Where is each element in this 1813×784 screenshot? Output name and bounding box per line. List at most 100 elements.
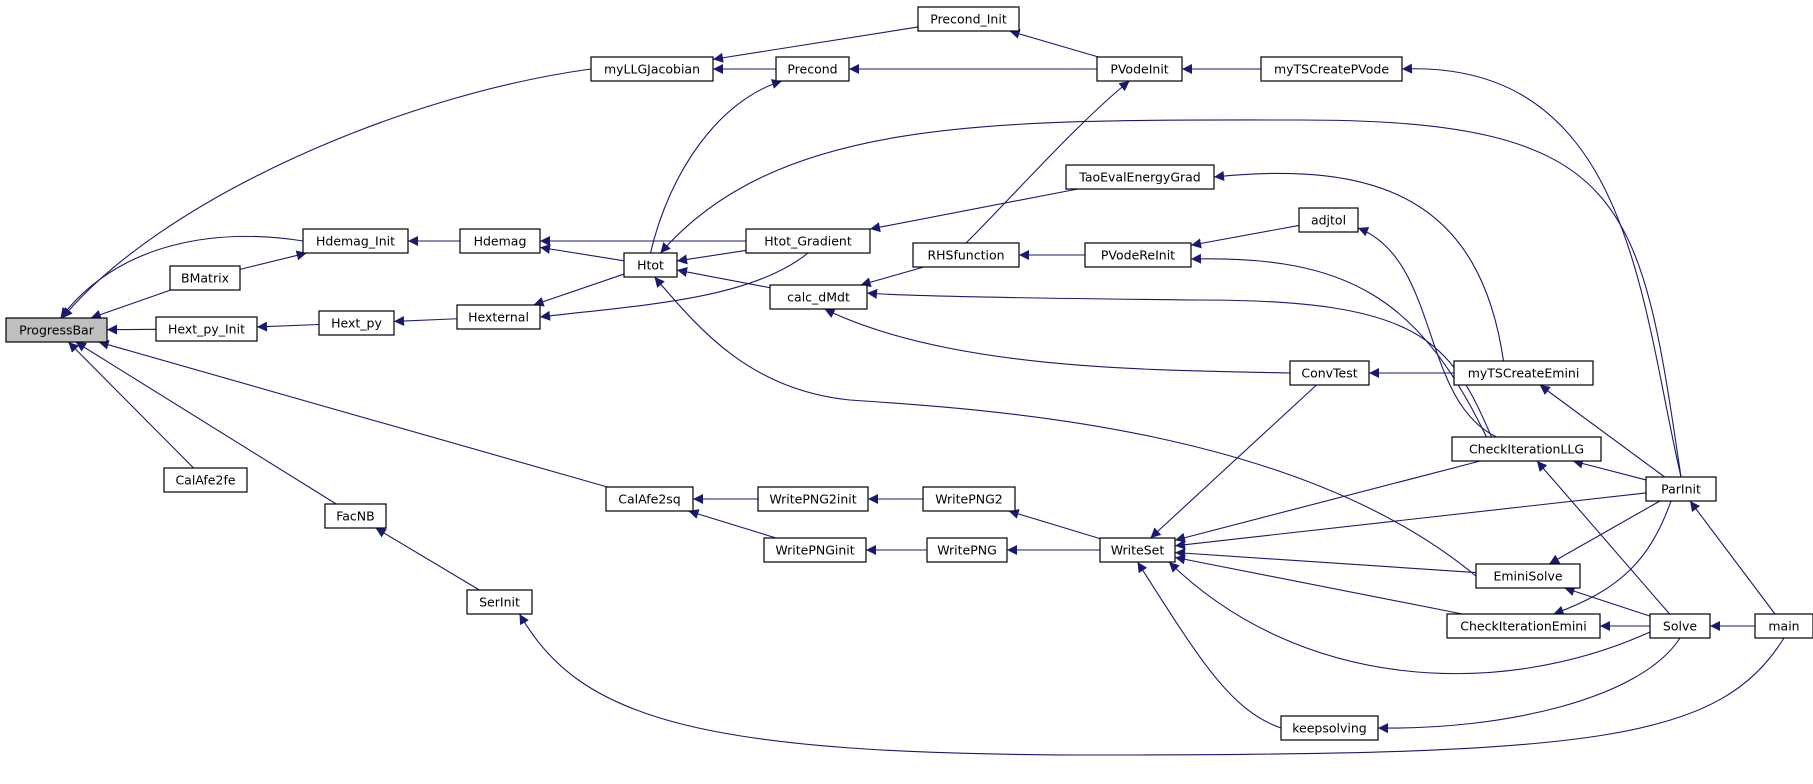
- edge-BMatrix-to-ProgressBar: [90, 289, 171, 320]
- edges-layer: [60, 26, 1785, 756]
- node-ProgressBar[interactable]: ProgressBar: [5, 317, 108, 343]
- node-BMatrix[interactable]: BMatrix: [169, 265, 241, 291]
- node-label: calc_dMdt: [787, 290, 850, 305]
- node-PVodeReInit[interactable]: PVodeReInit: [1084, 242, 1192, 268]
- node-keepsolving[interactable]: keepsolving: [1280, 715, 1379, 741]
- edge-ParInit-to-CheckIterationEmini: [1553, 500, 1672, 616]
- edge-BMatrix-to-Hdemag_Init: [239, 250, 307, 270]
- node-label: EminiSolve: [1493, 569, 1562, 584]
- edge-ParInit-to-EminiSolve: [1548, 500, 1661, 565]
- edge-Htot-to-Hexternal: [533, 273, 625, 307]
- node-box: [763, 537, 867, 563]
- edge-Precond_Init-to-myLLGJacobian: [712, 26, 919, 63]
- node-label: WriteSet: [1111, 543, 1165, 558]
- edge-WriteSet-to-WritePNG2: [1008, 509, 1101, 540]
- edge-Solve-to-CheckIterationLLG: [1536, 460, 1671, 615]
- node-Htot_Gradient[interactable]: Htot_Gradient: [745, 228, 871, 254]
- node-box: [169, 265, 241, 291]
- edge-Hext_py-to-Hext_py_Init: [256, 321, 320, 332]
- node-label: adjtol: [1311, 213, 1346, 228]
- node-label: SerInit: [479, 595, 520, 610]
- node-box: [926, 537, 1008, 563]
- node-calc_dMdt[interactable]: calc_dMdt: [769, 284, 868, 310]
- node-box: [1754, 613, 1813, 639]
- node-PVodeInit[interactable]: PVodeInit: [1096, 56, 1183, 82]
- edge-TaoEvalEnergyGrad-to-Htot_Gradient: [869, 188, 1078, 233]
- node-box: [917, 6, 1020, 32]
- node-CheckIterationLLG[interactable]: CheckIterationLLG: [1451, 436, 1602, 462]
- node-CheckIterationEmini[interactable]: CheckIterationEmini: [1446, 613, 1601, 639]
- node-WritePNG2[interactable]: WritePNG2: [922, 486, 1016, 512]
- node-myTSCreateEmini[interactable]: myTSCreateEmini: [1453, 360, 1594, 386]
- edge-calc_dMdt-to-Htot: [676, 267, 771, 289]
- node-box: [1260, 56, 1403, 82]
- node-WritePNG2init[interactable]: WritePNG2init: [757, 486, 869, 512]
- node-Htot[interactable]: Htot: [623, 252, 678, 278]
- node-label: Hext_py: [331, 316, 382, 331]
- node-box: [1649, 613, 1711, 639]
- node-SerInit[interactable]: SerInit: [466, 589, 533, 615]
- node-label: WritePNG2: [935, 492, 1003, 507]
- node-ConvTest[interactable]: ConvTest: [1289, 360, 1370, 386]
- node-box: [1453, 360, 1594, 386]
- node-main[interactable]: main: [1754, 613, 1813, 639]
- node-box: [1099, 537, 1176, 563]
- edge-Htot-to-Precond: [649, 79, 783, 254]
- edge-CalAfe2sq-to-ProgressBar: [98, 339, 608, 488]
- edge-adjtol-to-PVodeReInit: [1190, 224, 1300, 249]
- edge-CheckIterationEmini-to-WriteSet: [1174, 554, 1463, 615]
- node-label: Hdemag_Init: [316, 234, 395, 249]
- node-EminiSolve[interactable]: EminiSolve: [1475, 563, 1581, 589]
- node-Precond_Init[interactable]: Precond_Init: [917, 6, 1020, 32]
- edge-RHSfunction-to-PVodeInit: [965, 80, 1130, 244]
- node-WriteSet[interactable]: WriteSet: [1099, 537, 1176, 563]
- node-myTSCreatePVode[interactable]: myTSCreatePVode: [1260, 56, 1403, 82]
- edge-CalAfe2fe-to-ProgressBar: [68, 341, 194, 469]
- node-box: [1065, 164, 1215, 190]
- nodes-layer: ProgressBar myLLGJacobianHdemag_InitBMatr…: [5, 6, 1813, 741]
- node-ParInit[interactable]: ParInit: [1645, 476, 1717, 502]
- node-Hdemag_Init[interactable]: Hdemag_Init: [302, 228, 409, 254]
- node-WritePNGinit[interactable]: WritePNGinit: [763, 537, 867, 563]
- node-Hext_py[interactable]: Hext_py: [318, 310, 395, 336]
- node-Solve[interactable]: Solve: [1649, 613, 1711, 639]
- node-WritePNG[interactable]: WritePNG: [926, 537, 1008, 563]
- node-box: [1446, 613, 1601, 639]
- node-box: [605, 486, 694, 512]
- node-Hext_py_Init[interactable]: Hext_py_Init: [155, 316, 258, 342]
- edge-ParInit-to-WriteSet: [1174, 492, 1647, 550]
- node-Hexternal[interactable]: Hexternal: [456, 304, 541, 330]
- node-Hdemag[interactable]: Hdemag: [459, 228, 541, 254]
- node-label: CalAfe2sq: [618, 492, 680, 507]
- node-CalAfe2sq[interactable]: CalAfe2sq: [605, 486, 694, 512]
- node-box: [318, 310, 395, 336]
- node-adjtol[interactable]: adjtol: [1298, 207, 1359, 233]
- edge-EminiSolve-to-Htot: [654, 276, 1477, 577]
- edge-myTSCreateEmini-to-TaoEvalEnergyGrad: [1213, 171, 1505, 362]
- edge-CheckIterationLLG-to-adjtol: [1357, 226, 1497, 438]
- node-TaoEvalEnergyGrad[interactable]: TaoEvalEnergyGrad: [1065, 164, 1215, 190]
- node-RHSfunction[interactable]: RHSfunction: [912, 242, 1020, 268]
- node-label: FacNB: [336, 509, 375, 524]
- node-label: CheckIterationEmini: [1460, 619, 1586, 634]
- node-label: myTSCreatePVode: [1274, 62, 1389, 77]
- node-box: [745, 228, 871, 254]
- edge-Hexternal-to-Hext_py: [393, 315, 458, 326]
- node-box: [1451, 436, 1602, 462]
- edge-Solve-to-WriteSet: [1168, 561, 1651, 675]
- edge-SerInit-to-FacNB: [375, 527, 480, 591]
- node-FacNB[interactable]: FacNB: [324, 503, 387, 529]
- edge-main-to-ParInit: [1689, 500, 1776, 615]
- node-CalAfe2fe[interactable]: CalAfe2fe: [163, 467, 248, 493]
- node-Precond[interactable]: Precond: [775, 56, 850, 82]
- edge-EminiSolve-to-WriteSet: [1174, 548, 1477, 574]
- node-myLLGJacobian[interactable]: myLLGJacobian: [590, 56, 714, 82]
- edge-WritePNGinit-to-CalAfe2sq: [688, 509, 777, 539]
- node-label: WritePNG: [937, 543, 997, 558]
- node-label: WritePNG2init: [769, 492, 856, 507]
- node-label: myTSCreateEmini: [1468, 366, 1580, 381]
- node-label: RHSfunction: [927, 248, 1004, 263]
- edge-ConvTest-to-calc_dMdt: [824, 308, 1291, 374]
- node-label: WritePNGinit: [775, 543, 854, 558]
- node-box: [1289, 360, 1370, 386]
